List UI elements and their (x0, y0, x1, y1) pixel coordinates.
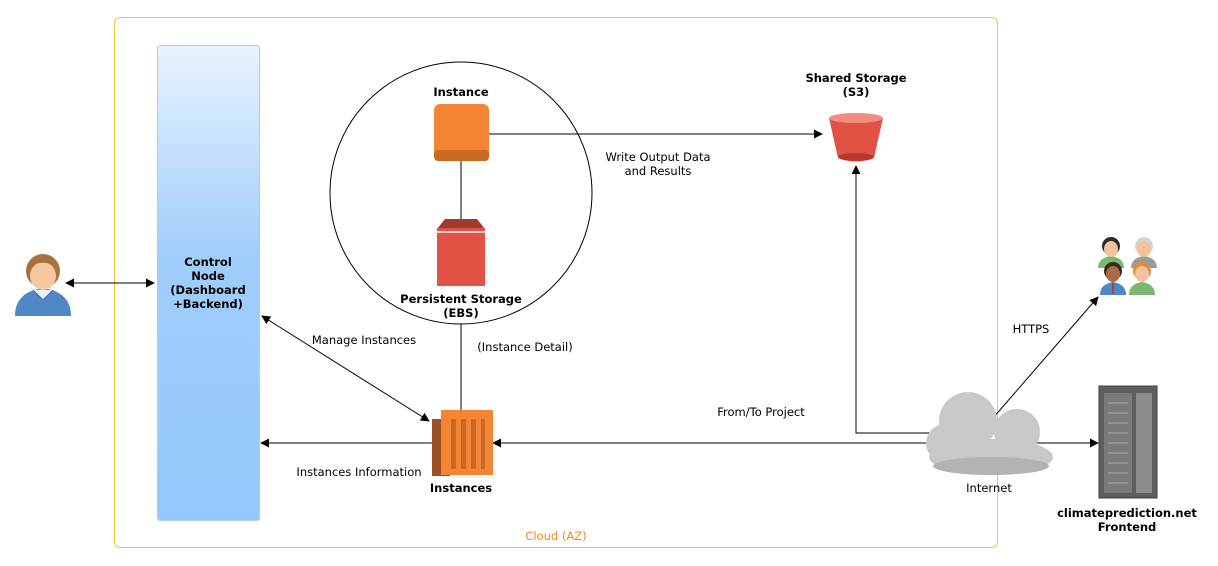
control-node-label-4: +Backend) (173, 297, 243, 311)
frontend-label-2: Frontend (1097, 520, 1157, 534)
manage-instances-label: Manage Instances (311, 333, 417, 347)
write-output-label-2: and Results (624, 164, 692, 178)
persistent-storage-label-2: (EBS) (443, 306, 479, 320)
frontend-label-1: climateprediction.net (1057, 506, 1197, 520)
users-group-icon (1098, 237, 1157, 295)
control-node-label-1: Control (184, 255, 232, 269)
instances-icon (432, 410, 493, 476)
instances-information-label: Instances Information (296, 465, 422, 479)
write-output-label-1: Write Output Data (605, 150, 711, 164)
ebs-volume-icon (437, 219, 485, 286)
instance-label: Instance (433, 85, 489, 99)
control-node-label-2: Node (191, 269, 225, 283)
s3-bucket-icon (829, 113, 883, 162)
manage-instances-arrow (261, 315, 430, 422)
control-node-box (157, 45, 260, 521)
persistent-storage-label-1: Persistent Storage (400, 292, 522, 306)
shared-storage-label-1: Shared Storage (805, 71, 907, 85)
instance-detail-label: (Instance Detail) (477, 340, 573, 354)
shared-storage-label-2: (S3) (842, 85, 870, 99)
instance-icon (434, 104, 489, 161)
from-to-project-label: From/To Project (717, 405, 805, 419)
instances-label: Instances (429, 481, 493, 495)
frontend-server-icon (1098, 385, 1158, 499)
cloud-az-label: Cloud (AZ) (525, 529, 587, 543)
internet-label: Internet (966, 481, 1012, 495)
https-arrow (979, 296, 1099, 434)
https-label: HTTPS (1012, 322, 1050, 336)
internet-cloud-icon (926, 392, 1053, 475)
user-icon (15, 254, 71, 316)
control-node-label-3: (Dashboard (170, 283, 246, 297)
